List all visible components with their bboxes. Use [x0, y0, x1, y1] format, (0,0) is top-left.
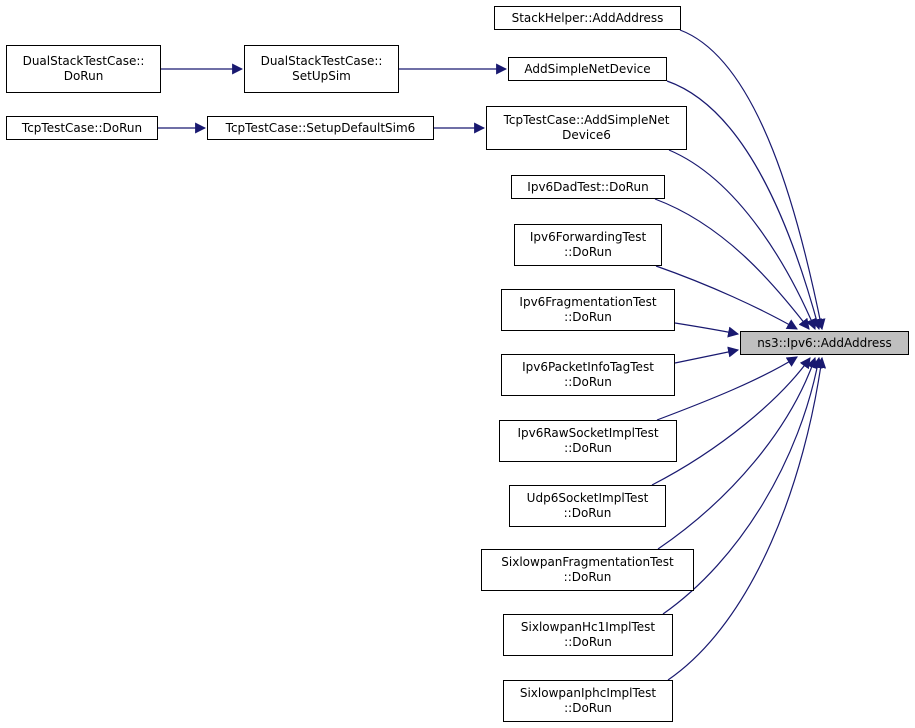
node-label: SixlowpanIphcImplTest ::DoRun	[519, 686, 657, 715]
node-ipv6-dad-test-do-run[interactable]: Ipv6DadTest::DoRun	[511, 175, 665, 199]
node-label: TcpTestCase::AddSimpleNet Device6	[503, 113, 670, 142]
node-sixlowpan-fragmentation-test-do-run[interactable]: SixlowpanFragmentationTest ::DoRun	[481, 549, 694, 591]
node-label: TcpTestCase::SetupDefaultSim6	[225, 120, 416, 135]
node-tcp-setup-default-sim6[interactable]: TcpTestCase::SetupDefaultSim6	[207, 116, 434, 140]
node-dual-stack-setup-sim[interactable]: DualStackTestCase:: SetUpSim	[244, 45, 399, 93]
node-label: SixlowpanHc1ImplTest ::DoRun	[520, 620, 656, 649]
node-ipv6-packet-info-tag-test-do-run[interactable]: Ipv6PacketInfoTagTest ::DoRun	[501, 354, 675, 396]
node-ipv6-raw-socket-impl-test-do-run[interactable]: Ipv6RawSocketImplTest ::DoRun	[499, 420, 677, 462]
edge-sixlowpan-fragmentation-test-to-ipv6-add-address	[657, 356, 817, 550]
edge-ipv6-forwarding-test-to-ipv6-add-address	[655, 265, 798, 330]
edge-udp6-socket-impl-test-to-ipv6-add-address	[651, 357, 811, 486]
edge-ipv6-raw-socket-impl-test-to-ipv6-add-address	[656, 356, 798, 421]
node-udp6-socket-impl-test-do-run[interactable]: Udp6SocketImplTest ::DoRun	[509, 485, 666, 527]
node-label: Ipv6RawSocketImplTest ::DoRun	[517, 426, 659, 455]
edge-sixlowpan-iphc-impl-test-to-ipv6-add-address	[667, 356, 827, 681]
node-label: StackHelper::AddAddress	[511, 10, 664, 25]
node-dual-stack-do-run[interactable]: DualStackTestCase:: DoRun	[6, 45, 161, 93]
node-ipv6-add-address: ns3::Ipv6::AddAddress	[740, 331, 909, 355]
edge-ipv6-packet-info-tag-test-to-ipv6-add-address	[674, 346, 740, 364]
node-label: TcpTestCase::DoRun	[21, 120, 143, 135]
node-label: SixlowpanFragmentationTest ::DoRun	[501, 555, 674, 584]
node-sixlowpan-iphc-impl-test-do-run[interactable]: SixlowpanIphcImplTest ::DoRun	[503, 680, 673, 722]
node-label: DualStackTestCase:: DoRun	[22, 54, 145, 83]
node-stack-helper-add-address[interactable]: StackHelper::AddAddress	[494, 6, 681, 30]
node-label: Udp6SocketImplTest ::DoRun	[526, 491, 649, 520]
node-sixlowpan-hc1-impl-test-do-run[interactable]: SixlowpanHc1ImplTest ::DoRun	[503, 614, 673, 656]
edge-ipv6-dad-test-to-ipv6-add-address	[654, 198, 810, 330]
node-label: Ipv6DadTest::DoRun	[527, 179, 649, 194]
node-label: Ipv6FragmentationTest ::DoRun	[519, 295, 657, 324]
node-label: Ipv6PacketInfoTagTest ::DoRun	[522, 360, 654, 389]
node-label: DualStackTestCase:: SetUpSim	[260, 54, 383, 83]
node-add-simple-net-device[interactable]: AddSimpleNetDevice	[508, 57, 667, 81]
node-tcp-test-do-run[interactable]: TcpTestCase::DoRun	[6, 116, 158, 140]
edge-ipv6-fragmentation-test-to-ipv6-add-address	[674, 322, 740, 338]
edge-add-simple-net-device-to-ipv6-add-address	[666, 80, 822, 331]
node-label: Ipv6ForwardingTest ::DoRun	[529, 230, 647, 259]
node-ipv6-forwarding-test-do-run[interactable]: Ipv6ForwardingTest ::DoRun	[514, 224, 662, 266]
node-label: ns3::Ipv6::AddAddress	[757, 335, 892, 350]
edge-tcp-add-simple-net-device6-to-ipv6-add-address	[668, 149, 817, 331]
node-label: AddSimpleNetDevice	[524, 61, 651, 76]
node-ipv6-fragmentation-test-do-run[interactable]: Ipv6FragmentationTest ::DoRun	[501, 289, 675, 331]
call-edges	[158, 29, 827, 681]
node-tcp-add-simple-net-device6[interactable]: TcpTestCase::AddSimpleNet Device6	[486, 106, 687, 150]
edge-stack-helper-to-ipv6-add-address	[679, 29, 826, 331]
